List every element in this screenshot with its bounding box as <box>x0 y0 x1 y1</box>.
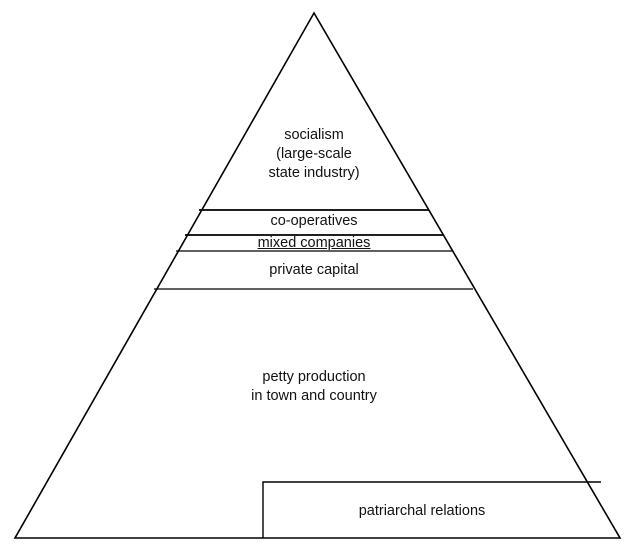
layer-petty-production: petty production in town and country <box>204 368 424 406</box>
pyramid-outline <box>13 11 622 539</box>
label-line: mixed companies <box>257 235 371 251</box>
layer-co-operatives: co-operatives <box>239 212 389 231</box>
label-line: in town and country <box>251 388 377 404</box>
label-line: patriarchal relations <box>358 503 486 519</box>
layer-socialism: socialism (large-scale state industry) <box>239 126 389 183</box>
layer-patriarchal-relations: patriarchal relations <box>312 502 532 521</box>
label-line: (large-scale <box>276 146 352 162</box>
patriarchal-relations-box <box>262 481 601 538</box>
label-line: socialism <box>284 127 344 143</box>
label-line: private capital <box>269 262 359 278</box>
label-line: petty production <box>262 369 366 385</box>
label-line: state industry) <box>268 165 360 181</box>
label-line: co-operatives <box>270 213 358 229</box>
layer-private-capital: private capital <box>224 261 404 280</box>
layer-mixed-companies: mixed companies <box>224 234 404 253</box>
